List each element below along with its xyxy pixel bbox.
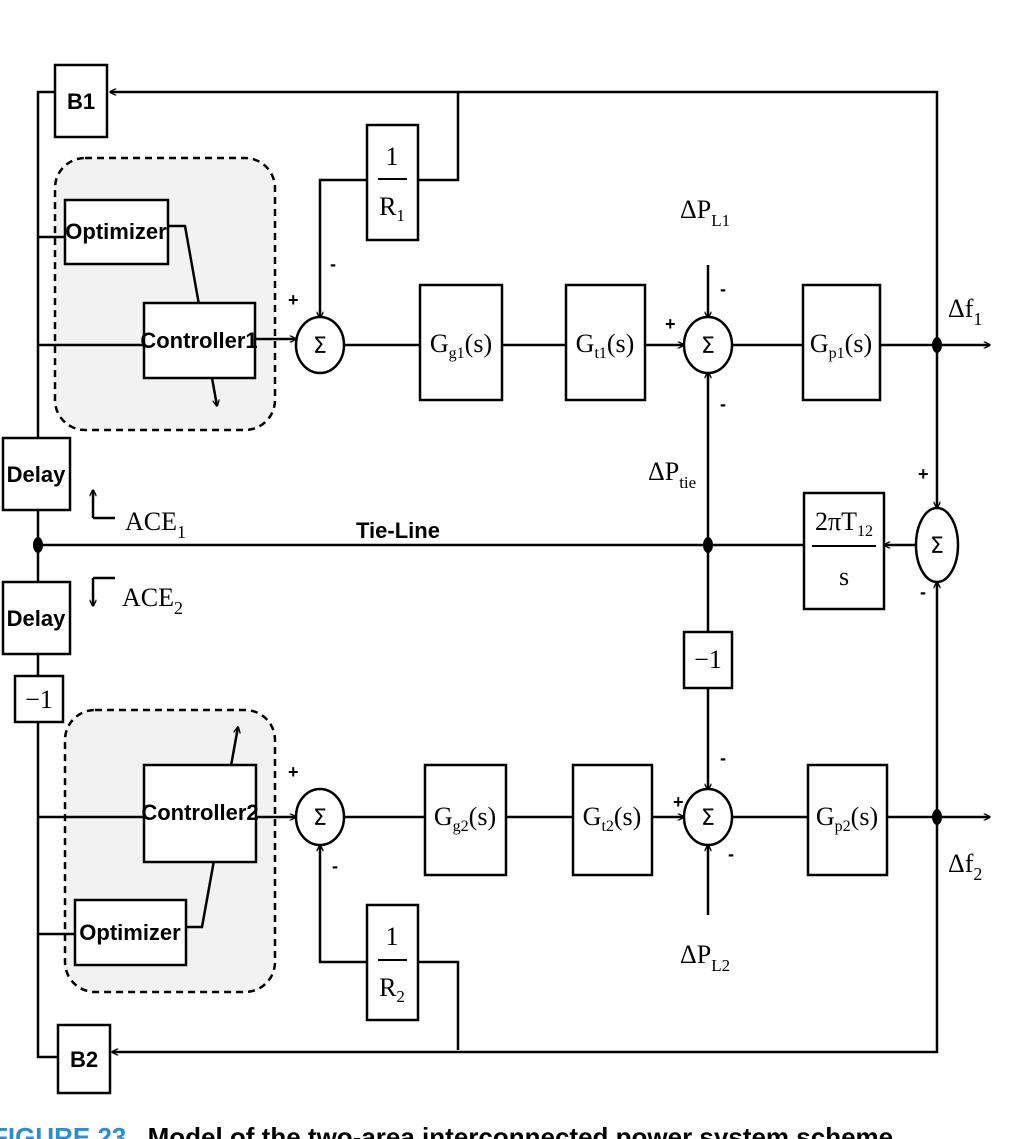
svg-text:-: - [330, 254, 336, 274]
b1-block: B1 [53, 63, 109, 139]
governor-block-area1: Gg1(s) [418, 283, 504, 402]
droop-block-r1: 1 R1 [365, 123, 420, 242]
junction-dots [33, 337, 942, 825]
svg-text:Optimizer: Optimizer [65, 219, 167, 244]
svg-text:Σ: Σ [313, 806, 327, 831]
summer-area1-input: Σ [294, 315, 346, 375]
dpl1-label: ΔPL1 [680, 195, 730, 230]
svg-text:-: - [720, 279, 726, 299]
svg-text:+: + [665, 314, 676, 334]
turbine-block-area2: Gt2(s) [571, 763, 654, 877]
controller-block-area1: Controller1 [140, 301, 258, 380]
svg-text:+: + [288, 762, 299, 782]
svg-text:Gg1(s): Gg1(s) [430, 329, 492, 362]
svg-text:B1: B1 [67, 89, 95, 114]
svg-text:s: s [839, 562, 849, 591]
svg-text:Gg2(s): Gg2(s) [434, 802, 496, 835]
governor-block-area2: Gg2(s) [423, 763, 508, 877]
summer-frequency-difference: Σ [914, 506, 960, 584]
controller-block-area2: Controller2 [141, 763, 259, 864]
svg-text:Gt2(s): Gt2(s) [583, 802, 642, 835]
svg-text:Gp1(s): Gp1(s) [810, 329, 872, 362]
svg-text:+: + [673, 792, 684, 812]
ace2-label: ACE2 [122, 583, 183, 618]
svg-text:Optimizer: Optimizer [79, 920, 181, 945]
summer-area2-load: Σ [682, 787, 734, 847]
svg-text:Gt1(s): Gt1(s) [576, 329, 635, 362]
svg-text:Delay: Delay [7, 462, 66, 487]
b2-block: B2 [56, 1023, 112, 1095]
droop-block-r2: 1 R2 [365, 903, 420, 1022]
power-system-block-area2: Gp2(s) [806, 763, 889, 877]
optimizer-block-area1: Optimizer [63, 198, 170, 266]
power-system-block-area1: Gp1(s) [801, 283, 882, 402]
delay-block-area1: Delay [1, 436, 72, 512]
sign-labels: + - + - - + - + - - + - [288, 254, 929, 876]
ace1-label: ACE1 [125, 507, 186, 542]
negation-block-center: −1 [682, 630, 734, 690]
svg-text:1: 1 [386, 142, 399, 171]
svg-text:R1: R1 [379, 192, 405, 225]
svg-text:Σ: Σ [701, 806, 715, 831]
df1-label: Δf1 [948, 294, 982, 329]
svg-text:B2: B2 [70, 1047, 98, 1072]
svg-text:-: - [728, 844, 734, 864]
svg-text:Controller1: Controller1 [140, 328, 257, 353]
svg-text:-: - [332, 856, 338, 876]
svg-text:Delay: Delay [7, 606, 66, 631]
svg-text:−1: −1 [694, 645, 722, 674]
dpl2-label: ΔPL2 [680, 940, 730, 975]
tie-line-label: Tie-Line [356, 518, 440, 543]
svg-text:Σ: Σ [701, 334, 715, 359]
svg-text:-: - [720, 394, 726, 414]
svg-text:Σ: Σ [313, 334, 327, 359]
df2-label: Δf2 [948, 849, 982, 884]
svg-text:-: - [720, 748, 726, 768]
connections [36, 92, 990, 1059]
summer-area2-input: Σ [294, 787, 346, 847]
svg-text:R2: R2 [379, 973, 405, 1006]
svg-text:-: - [920, 582, 926, 602]
svg-text:Gp2(s): Gp2(s) [816, 802, 878, 835]
delay-block-area2: Delay [1, 580, 72, 656]
turbine-block-area1: Gt1(s) [564, 283, 647, 402]
svg-text:+: + [918, 464, 929, 484]
figure-caption: FIGURE 23.Model of the two-area intercon… [0, 1122, 893, 1139]
optimizer-block-area2: Optimizer [73, 898, 188, 967]
svg-text:1: 1 [386, 922, 399, 951]
tie-line-block: 2πT12 s [802, 491, 886, 611]
svg-text:+: + [288, 290, 299, 310]
svg-text:Σ: Σ [930, 534, 944, 559]
svg-text:2πT12: 2πT12 [815, 507, 873, 540]
svg-text:Controller2: Controller2 [141, 800, 258, 825]
dptie-label: ΔPtie [648, 457, 696, 492]
negation-block-left: −1 [13, 674, 65, 724]
svg-text:−1: −1 [25, 685, 53, 714]
summer-area1-load: Σ [682, 315, 734, 375]
